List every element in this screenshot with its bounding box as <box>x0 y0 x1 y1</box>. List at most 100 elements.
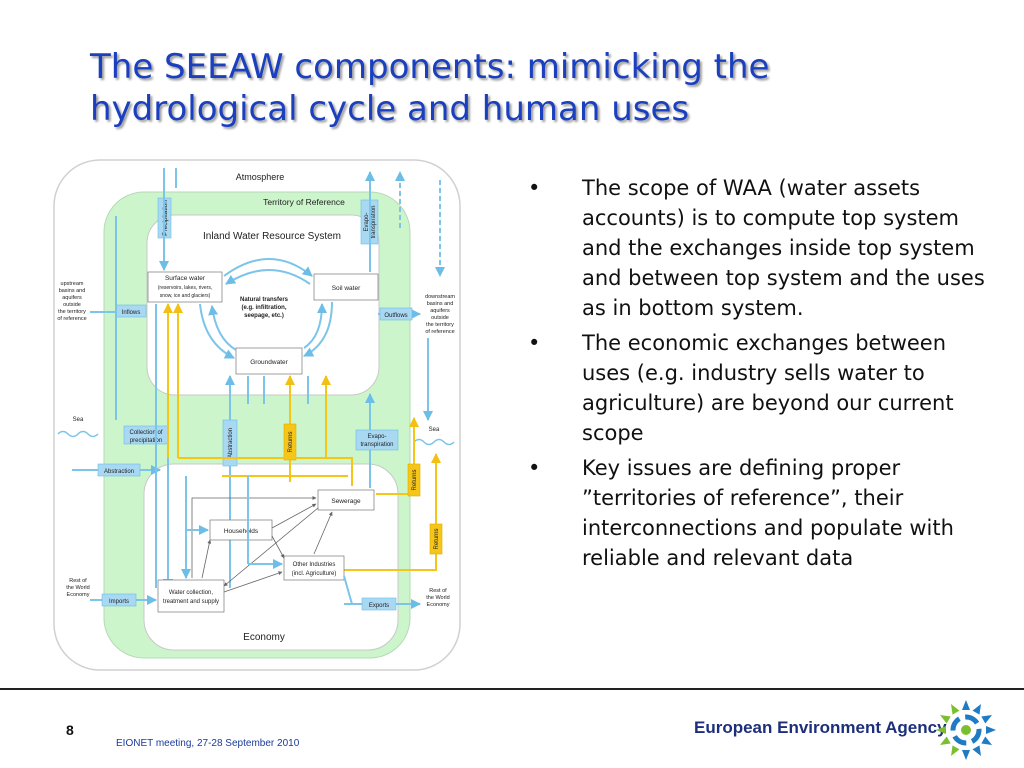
surface-water-line-2: (reservoirs, lakes, rivers, <box>158 285 212 291</box>
exports-label: Exports <box>369 603 389 609</box>
outflows-label: Outflows <box>384 313 407 319</box>
bullet-dot: • <box>528 456 541 480</box>
upstream-line-6: of reference <box>57 316 86 322</box>
natural-arrow-left <box>199 303 235 359</box>
eco-arrow-industries-sewerage <box>313 511 333 555</box>
collection-line-1: Collection of <box>129 430 162 436</box>
evapo-bottom-line-1: Evapo- <box>367 434 386 440</box>
inflows-label: Inflows <box>122 310 141 316</box>
surface-water-title: Surface water <box>165 275 206 282</box>
bullet-item-key-issues: • Key issues are defining proper ”territo… <box>524 453 994 573</box>
abstraction-vertical-box <box>222 419 238 467</box>
rest-left-line-3: Economy <box>67 592 90 598</box>
water-collection-line-1: Water collection, <box>169 590 213 596</box>
meeting-info: EIONET meeting, 27-28 September 2010 <box>116 738 300 749</box>
soil-water-label: Soil water <box>332 285 361 292</box>
bullet-dot: • <box>528 176 541 200</box>
bullet-text: The economic exchanges between uses (e.g… <box>582 331 954 445</box>
title-line-1: The SEEAW components: mimicking the <box>90 47 770 87</box>
evapo-bottom-box <box>355 429 399 451</box>
surface-water-line-3: snow, ice and glaciers) <box>160 293 211 299</box>
sewerage-label: Sewerage <box>331 498 361 505</box>
eco-arrow-households-sewerage <box>271 503 317 529</box>
bullet-text: Key issues are defining proper ”territor… <box>582 456 954 570</box>
rest-right-line-1: Rest of <box>429 588 447 594</box>
natural-transfers-line-2: (e.g. infiltration, <box>242 305 287 311</box>
evapo-top-line-2: transpiration <box>371 205 377 238</box>
returns-right-box-2 <box>429 523 443 555</box>
rest-left-line-2: the World <box>66 585 89 591</box>
seeaw-diagram-svg: Atmosphere Territory of Reference Inland… <box>53 159 461 671</box>
footer-divider <box>0 688 1024 690</box>
abstraction-vertical-label: Abstraction <box>228 428 234 458</box>
bullet-text: The scope of WAA (water assets accounts)… <box>582 176 985 320</box>
evapo-bottom-line-2: transpiration <box>360 442 393 448</box>
inland-water-label: Inland Water Resource System <box>203 231 341 242</box>
downstream-line-5: the territory <box>426 322 454 328</box>
upstream-line-1: upstream <box>61 281 84 287</box>
downstream-line-4: outside <box>431 315 449 321</box>
evapo-top-line-1: Evapo- <box>364 212 370 231</box>
sewerage-box <box>317 489 375 511</box>
upstream-line-5: the territory <box>58 309 86 315</box>
bullet-list: • The scope of WAA (water assets accounts… <box>524 173 994 578</box>
page-number: 8 <box>66 722 74 738</box>
eco-arrow-supply-households <box>201 539 212 579</box>
returns-vertical-label: Returns <box>288 431 294 452</box>
sea-left-label: Sea <box>73 417 84 423</box>
atmosphere-label: Atmosphere <box>236 172 285 182</box>
returns-right-box-1 <box>407 463 421 497</box>
returns-right-label-2: Returns <box>434 528 440 549</box>
natural-arrow-left-return <box>208 305 237 351</box>
water-collection-box <box>157 579 225 613</box>
eco-arrow-supply-sewerage <box>191 496 317 578</box>
other-industries-line-1: Other Industries <box>293 562 336 568</box>
returns-right-label-1: Returns <box>412 469 418 490</box>
households-box <box>209 519 273 541</box>
abstraction-left-box <box>97 463 141 477</box>
bullet-item-economic: •The economic exchanges between uses (e.… <box>524 328 994 448</box>
returns-right-flow-2 <box>342 453 441 571</box>
natural-arrow-right-return <box>303 303 327 349</box>
rest-right-line-2: the World <box>426 595 449 601</box>
groundwater-label: Groundwater <box>250 359 288 366</box>
seeaw-diagram: Atmosphere Territory of Reference Inland… <box>52 158 464 674</box>
precipitation-label: Precipitation <box>162 200 169 236</box>
imports-box <box>101 593 137 607</box>
abstraction-left-label: Abstraction <box>104 469 134 475</box>
economy-label: Economy <box>243 632 285 643</box>
sea-right-label: Sea <box>429 427 440 433</box>
natural-arrow-right <box>303 301 333 357</box>
exports-box <box>361 597 397 611</box>
bullet-item-scope: • The scope of WAA (water assets accounts… <box>524 173 994 323</box>
eco-arrow-sewerage-supply <box>223 507 319 587</box>
imports-label: Imports <box>109 599 129 605</box>
sea-left-wave <box>57 430 99 438</box>
upstream-line-3: aquifers <box>62 295 82 301</box>
soil-water-box <box>313 273 379 301</box>
surface-water-box <box>147 271 223 303</box>
groundwater-box <box>235 347 303 375</box>
agency-name: European Environment Agency <box>694 718 947 737</box>
rest-right-line-3: Economy <box>427 602 450 608</box>
returns-vertical-box <box>283 423 297 461</box>
title-line-2: hydrological cycle and human uses <box>90 89 690 129</box>
natural-transfers-line-3: seepage, etc.) <box>244 313 284 319</box>
downstream-line-2: basins and <box>427 301 454 307</box>
downstream-line-6: of reference <box>425 329 454 335</box>
water-collection-line-2: treatment and supply <box>163 599 219 605</box>
upstream-line-4: outside <box>63 302 81 308</box>
returns-yellow-band <box>178 457 353 486</box>
downstream-line-1: downstream <box>425 294 455 300</box>
natural-arrow-top <box>223 258 313 277</box>
collection-line-2: precipitation <box>130 438 162 444</box>
natural-transfers-title: Natural transfers <box>240 297 289 303</box>
other-industries-box <box>283 555 345 581</box>
outflows-box <box>379 307 413 321</box>
slide-title: The SEEAW components: mimicking the hydr… <box>90 46 970 130</box>
households-label: Households <box>224 528 259 535</box>
eea-logo-icon <box>936 700 996 760</box>
eco-arrow-supply-industries <box>223 571 283 593</box>
eco-arrow-households-industries <box>271 535 285 559</box>
territory-label: Territory of Reference <box>263 197 345 207</box>
